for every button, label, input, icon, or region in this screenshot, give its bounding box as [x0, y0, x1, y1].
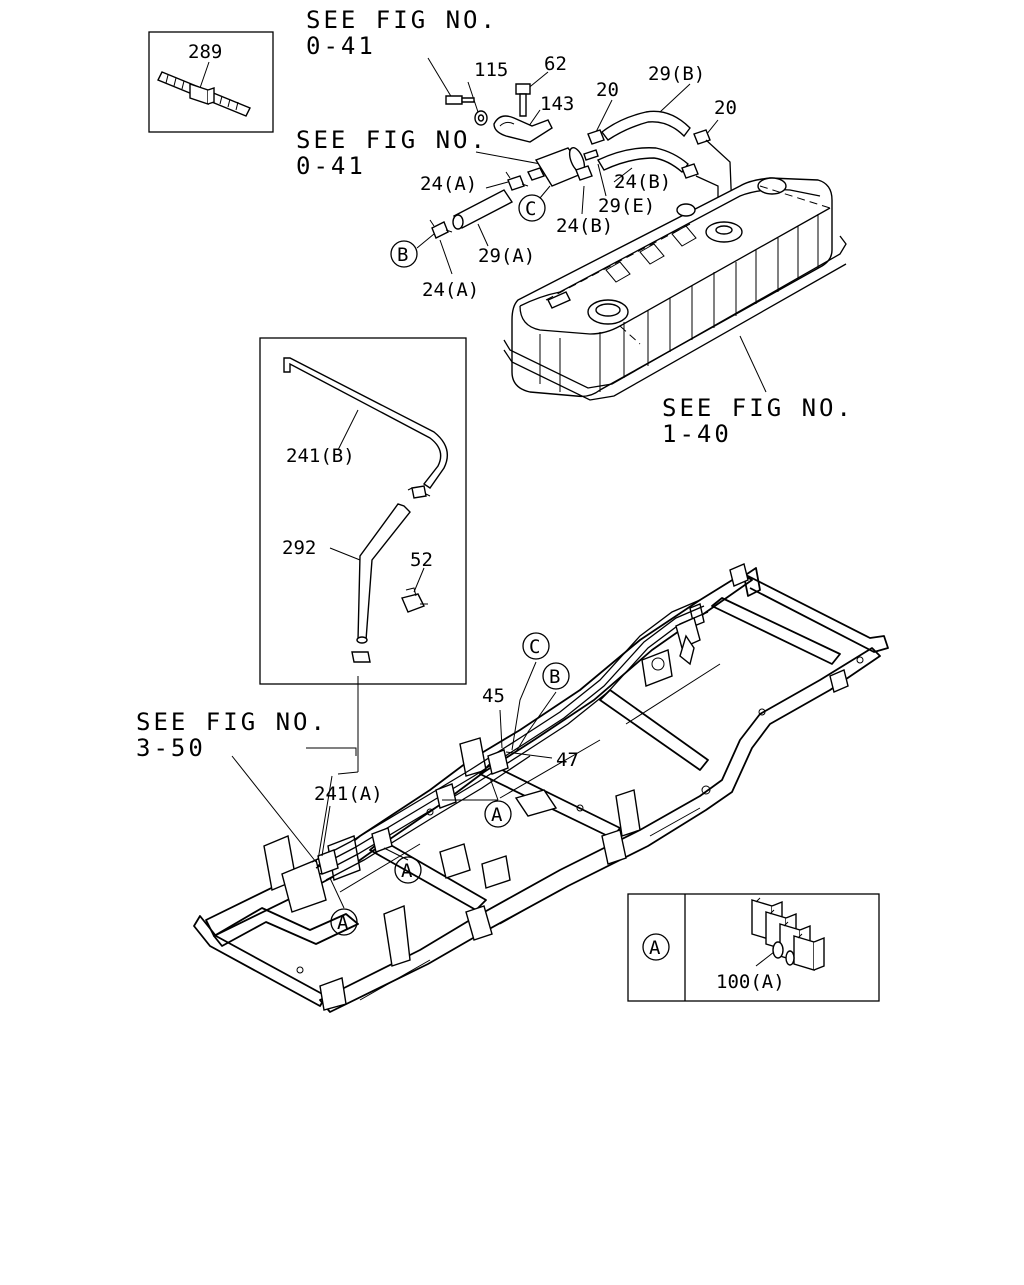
part-label-115[interactable]: 115 [474, 59, 508, 81]
part-label-62[interactable]: 62 [544, 53, 567, 75]
part-label-29a[interactable]: 29(A) [478, 245, 535, 267]
svg-text:B: B [397, 244, 408, 266]
svg-text:A: A [491, 804, 503, 826]
part-label-24b-right[interactable]: 24(B) [614, 171, 671, 193]
inset-hose-detail [259, 337, 467, 775]
bolt-115 [445, 95, 475, 105]
part-label-20-left[interactable]: 20 [596, 79, 619, 101]
line-clip-a-front [317, 849, 339, 875]
inset-289: 289 [148, 31, 274, 133]
line-clip-a-rear-2 [487, 749, 509, 775]
svg-text:B: B [549, 666, 560, 688]
part-label-20-right[interactable]: 20 [714, 97, 737, 119]
inset-hose-detail-frame [259, 337, 467, 685]
see-fig-ref-0-41-mid-line2[interactable]: 0-41 [296, 152, 366, 180]
svg-text:A: A [401, 860, 413, 882]
svg-text:A: A [337, 912, 349, 934]
see-fig-ref-0-41-top-line2[interactable]: 0-41 [306, 32, 376, 60]
callout-a-mid[interactable]: A [394, 856, 422, 884]
callout-b-frame[interactable]: B [542, 662, 570, 690]
inset-289-frame [148, 31, 274, 133]
bracket-143 [493, 115, 553, 143]
clip-241-joint [407, 485, 431, 499]
svg-text:C: C [529, 636, 540, 658]
fuel-tank [503, 177, 847, 401]
part-label-241b[interactable]: 241(B) [286, 445, 355, 467]
svg-text:C: C [525, 198, 536, 220]
part-label-29b[interactable]: 29(B) [648, 63, 705, 85]
clip-24b-right [681, 163, 699, 179]
part-label-45[interactable]: 45 [482, 685, 505, 707]
clip-24b-mid [575, 165, 593, 181]
see-fig-ref-1-40-line1[interactable]: SEE FIG NO. [662, 394, 854, 422]
detail-a-legend: A 100(A) [627, 893, 880, 1002]
bolt-62 [515, 83, 531, 117]
callout-b-tank[interactable]: B [390, 240, 418, 268]
clip-24a-top [505, 171, 529, 191]
hose-292 [357, 503, 411, 641]
callout-a-detail[interactable]: A [642, 933, 670, 961]
clip-292-end [351, 651, 371, 663]
callout-a-front[interactable]: A [330, 908, 358, 936]
part-label-100a[interactable]: 100(A) [716, 971, 785, 993]
part-label-47[interactable]: 47 [556, 749, 579, 771]
see-fig-ref-0-41-top-line1[interactable]: SEE FIG NO. [306, 6, 498, 34]
part-label-289: 289 [188, 41, 222, 63]
line-clip-a-mid [371, 827, 393, 853]
hose-29e [597, 147, 689, 174]
callout-a-rear[interactable]: A [484, 800, 512, 828]
see-fig-ref-0-41-mid-line1[interactable]: SEE FIG NO. [296, 126, 488, 154]
part-label-143[interactable]: 143 [540, 93, 574, 115]
part-label-29e[interactable]: 29(E) [598, 195, 655, 217]
svg-text:A: A [649, 937, 661, 959]
part-label-24a-top[interactable]: 24(A) [420, 173, 477, 195]
hose-29a [452, 189, 514, 230]
part-label-24b-mid[interactable]: 24(B) [556, 215, 613, 237]
clip-24a-bottom [429, 219, 453, 239]
detail-a-frame [627, 893, 880, 1002]
see-fig-ref-1-40-line2[interactable]: 1-40 [662, 420, 732, 448]
pipe-241b [283, 357, 448, 489]
clip-band-289-drawing [157, 71, 251, 117]
part-label-24a-bottom[interactable]: 24(A) [422, 279, 479, 301]
callout-c-tank[interactable]: C [518, 194, 546, 222]
part-label-52[interactable]: 52 [410, 549, 433, 571]
see-fig-ref-3-50-line1[interactable]: SEE FIG NO. [136, 708, 328, 736]
part-label-241a[interactable]: 241(A) [314, 783, 383, 805]
line-clip-100a-drawing [751, 897, 825, 971]
frame-fuel-lines [311, 599, 709, 881]
clip-52 [401, 587, 428, 613]
see-fig-ref-3-50-line2[interactable]: 3-50 [136, 734, 206, 762]
fuel-filter [527, 147, 599, 187]
part-label-292[interactable]: 292 [282, 537, 316, 559]
filter-hose-assembly [427, 57, 733, 275]
front-mount-right [383, 905, 411, 967]
clip-20-left [587, 129, 605, 145]
frame-callouts [231, 661, 557, 909]
hose-29b [601, 110, 691, 141]
callout-c-frame[interactable]: C [522, 632, 550, 660]
line-clip-a-rear-1 [435, 783, 457, 809]
